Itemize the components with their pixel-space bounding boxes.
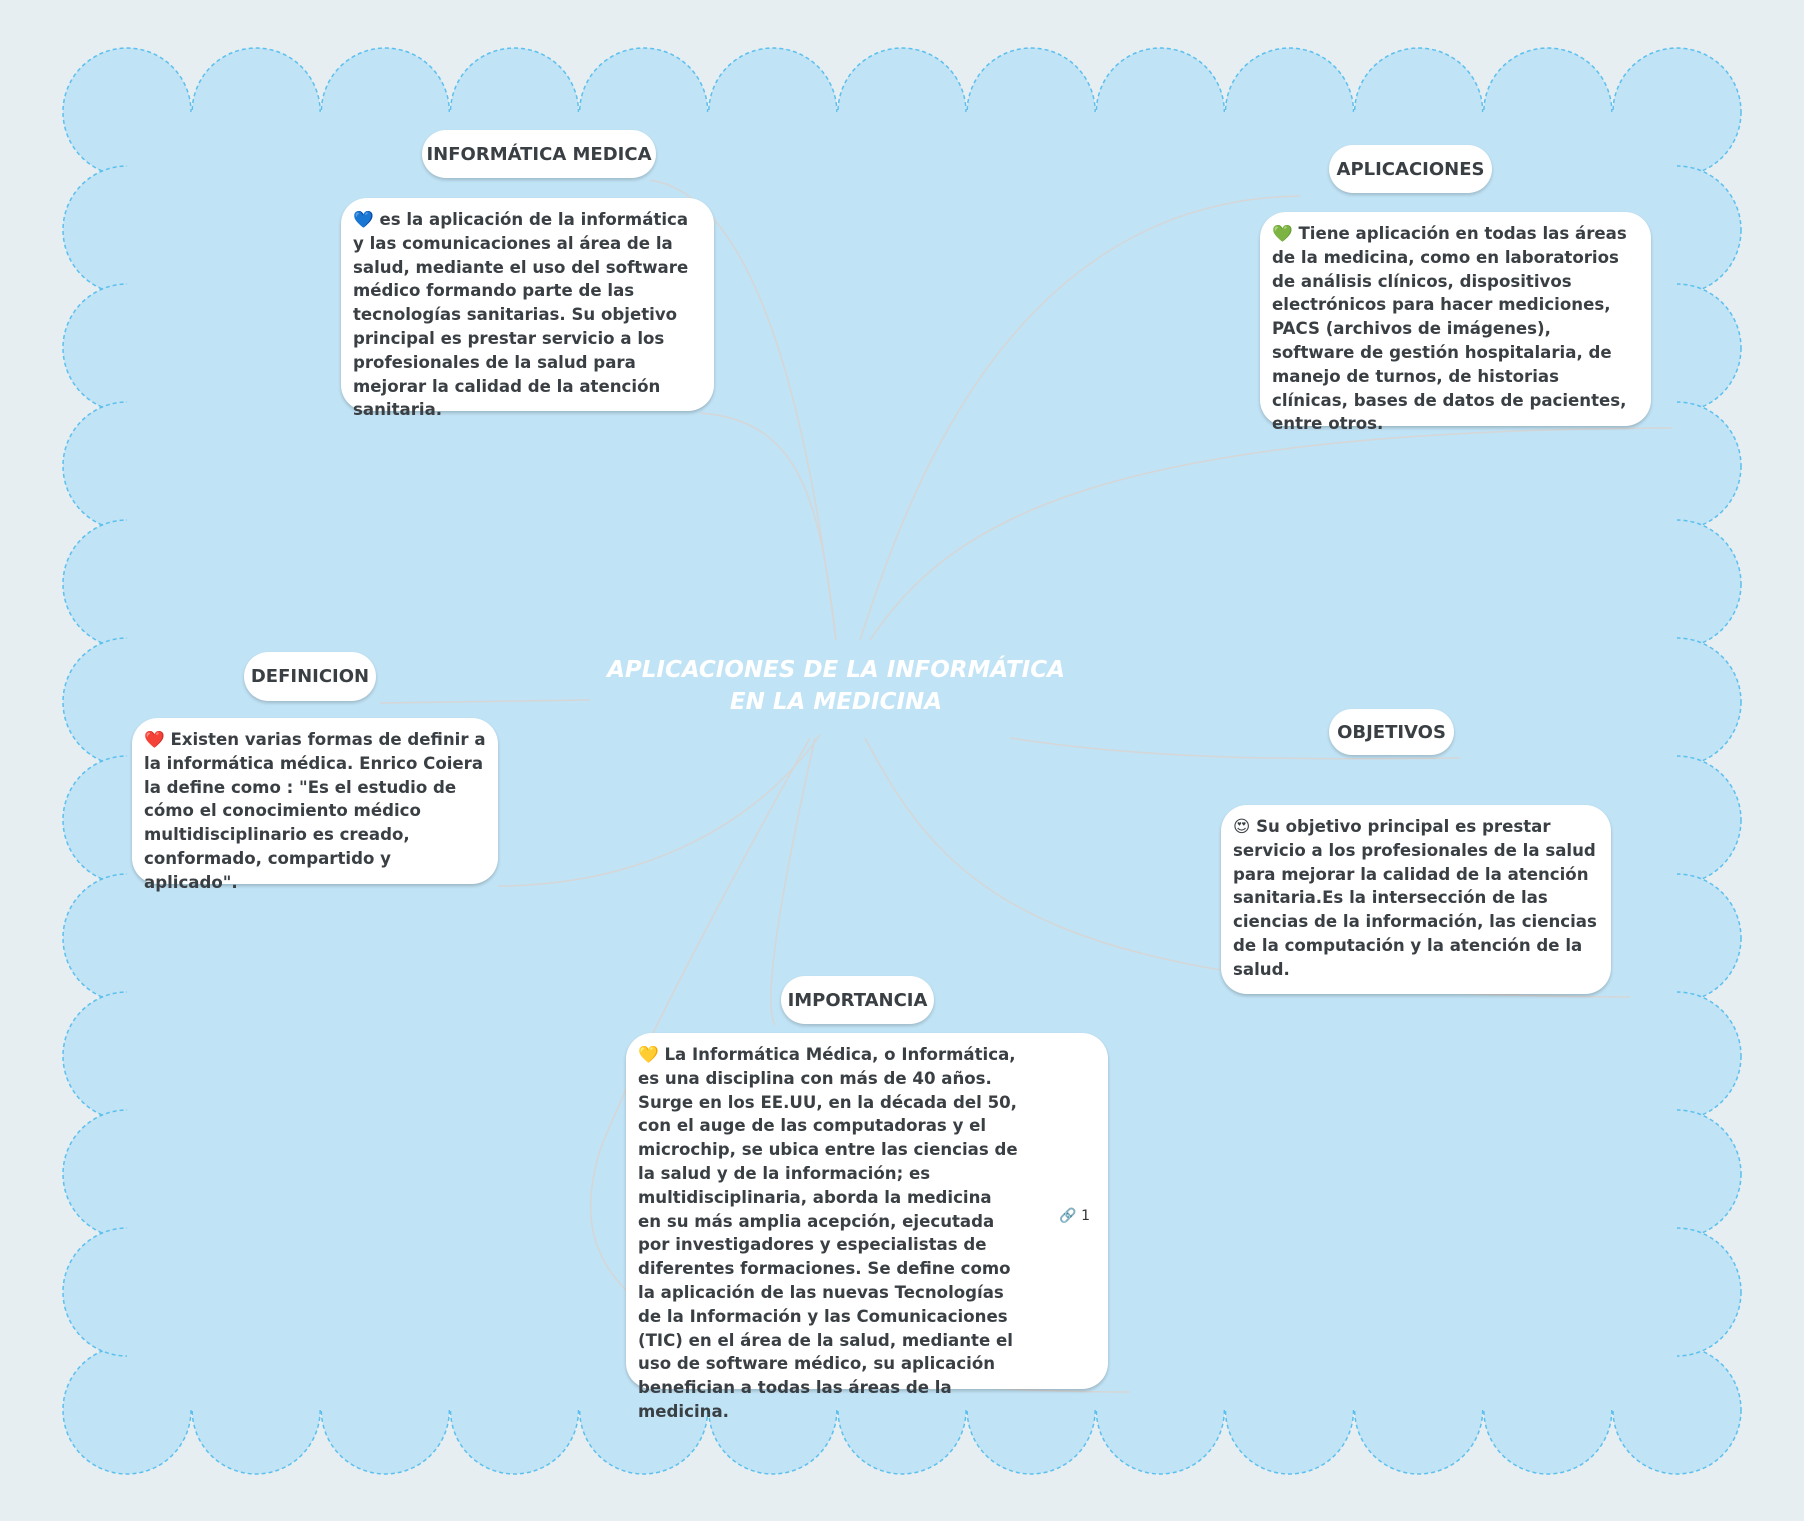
topic-aplicaciones[interactable]: APLICACIONES xyxy=(1329,145,1492,193)
green-heart-icon: 💚 xyxy=(1272,224,1293,243)
note-informatica-medica[interactable]: 💙 es la aplicación de la informática y l… xyxy=(341,198,714,419)
central-topic[interactable]: APLICACIONES DE LA INFORMÁTICA EN LA MEDI… xyxy=(586,654,1086,718)
red-heart-icon: ❤️ xyxy=(144,730,165,749)
topic-importancia[interactable]: IMPORTANCIA xyxy=(781,976,934,1024)
link-badge[interactable]: 🔗 1 xyxy=(1059,1205,1090,1229)
note-objetivos[interactable]: 😍 Su objetivo principal es prestar servi… xyxy=(1221,805,1611,994)
note-text: Su objetivo principal es prestar servici… xyxy=(1233,817,1597,979)
note-definicion[interactable]: ❤️ Existen varias formas de definir a la… xyxy=(132,718,498,892)
connector-line xyxy=(379,699,591,704)
connector-line xyxy=(869,427,1673,641)
connector-line xyxy=(699,412,837,641)
link-icon: 🔗 xyxy=(1059,1208,1077,1224)
blue-heart-icon: 💙 xyxy=(353,210,374,229)
connector-line xyxy=(859,195,1301,641)
topic-informatica-medica[interactable]: INFORMÁTICA MEDICA xyxy=(422,130,656,178)
link-count: 1 xyxy=(1081,1208,1090,1224)
note-text: Tiene aplicación en todas las áreas de l… xyxy=(1272,224,1627,434)
topic-definicion[interactable]: DEFINICION xyxy=(244,652,376,701)
note-aplicaciones[interactable]: 💚 Tiene aplicación en todas las áreas de… xyxy=(1260,212,1651,433)
note-text: Existen varias formas de definir a la in… xyxy=(144,730,486,892)
note-text: es la aplicación de la informática y las… xyxy=(353,210,689,420)
central-topic-line2: EN LA MEDICINA xyxy=(729,689,943,715)
yellow-heart-icon: 💛 xyxy=(638,1045,659,1064)
heart-eyes-icon: 😍 xyxy=(1233,817,1251,836)
topic-objetivos[interactable]: OBJETIVOS xyxy=(1329,709,1454,755)
note-text: La Informática Médica, o Informática, es… xyxy=(638,1045,1018,1421)
connector-line xyxy=(770,737,816,1026)
connector-line xyxy=(1009,737,1461,760)
note-importancia[interactable]: 💛 La Informática Médica, o Informática, … xyxy=(626,1033,1108,1421)
central-topic-line1: APLICACIONES DE LA INFORMÁTICA xyxy=(607,657,1065,683)
